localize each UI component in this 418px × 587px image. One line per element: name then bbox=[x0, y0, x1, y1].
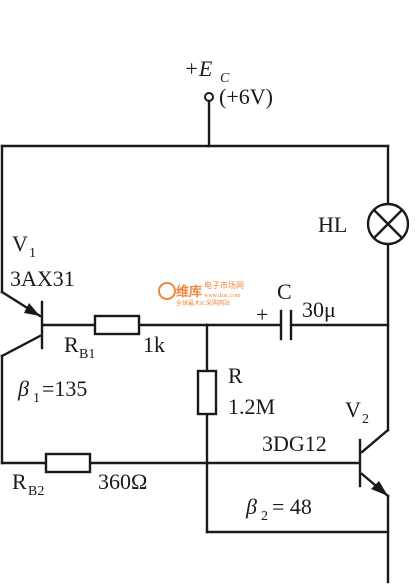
v1-emitter-arrow bbox=[24, 303, 40, 316]
capacitor-c: C + 30μ bbox=[256, 279, 336, 341]
supply-terminal: +E C (+6V) bbox=[184, 56, 273, 109]
resistor-rb2: R B2 360Ω bbox=[12, 452, 147, 499]
watermark: 维库 电子市场网 www.dzsc.com 全球最大IC采购网站 bbox=[158, 280, 244, 307]
v2-beta-value: = 48 bbox=[272, 494, 312, 519]
rb2-value: 360Ω bbox=[98, 469, 147, 494]
v1-model: 3AX31 bbox=[10, 266, 75, 291]
watermark-cn: 电子市场网 bbox=[204, 280, 244, 290]
v1-beta-sub: 1 bbox=[33, 391, 40, 406]
cap-label: C bbox=[277, 279, 292, 304]
lamp-cross-b bbox=[372, 208, 404, 240]
transistor-v2: V 2 3DG12 β 2 = 48 bbox=[245, 397, 390, 524]
v1-label: V bbox=[12, 231, 28, 256]
watermark-brand: 维库 bbox=[176, 284, 202, 299]
v2-model: 3DG12 bbox=[262, 431, 327, 456]
v1-label-sub: 1 bbox=[29, 246, 36, 261]
v2-emitter-arrow bbox=[371, 481, 388, 496]
v2-beta-sub: 2 bbox=[261, 509, 268, 524]
supply-voltage: (+6V) bbox=[219, 84, 273, 109]
rb1-body bbox=[93, 314, 141, 336]
wires bbox=[0, 99, 390, 584]
supply-label-sub: C bbox=[220, 71, 230, 86]
resistor-r: R 1.2M bbox=[196, 363, 275, 419]
supply-label: +E bbox=[184, 56, 213, 81]
lamp-hl: HL bbox=[318, 202, 410, 246]
rb1-value: 1k bbox=[143, 332, 165, 357]
watermark-tag: 全球最大IC采购网站 bbox=[176, 299, 230, 307]
rb1-label-sub: B1 bbox=[79, 347, 95, 362]
v1-beta-symbol: β bbox=[17, 376, 29, 401]
v2-label-sub: 2 bbox=[362, 412, 369, 427]
v2-collector bbox=[360, 428, 390, 454]
rb2-label-sub: B2 bbox=[28, 484, 44, 499]
r-value: 1.2M bbox=[228, 394, 275, 419]
transistor-v1: V 1 3AX31 β 1 =135 bbox=[0, 231, 87, 406]
rb1-label: R bbox=[64, 332, 79, 357]
cap-polarity: + bbox=[256, 302, 268, 327]
v2-beta-symbol: β bbox=[245, 494, 257, 519]
watermark-logo-icon bbox=[158, 282, 176, 300]
watermark-url: www.dzsc.com bbox=[204, 293, 241, 299]
rb2-body bbox=[44, 452, 92, 474]
r-label: R bbox=[228, 363, 243, 388]
r-body bbox=[196, 369, 218, 416]
cap-value: 30μ bbox=[302, 297, 336, 322]
v1-collector bbox=[0, 334, 42, 358]
v1-beta-value: =135 bbox=[42, 376, 87, 401]
resistor-rb1: R B1 1k bbox=[64, 314, 165, 362]
lamp-label: HL bbox=[318, 212, 347, 237]
v2-label: V bbox=[345, 397, 361, 422]
rb2-label: R bbox=[12, 469, 27, 494]
